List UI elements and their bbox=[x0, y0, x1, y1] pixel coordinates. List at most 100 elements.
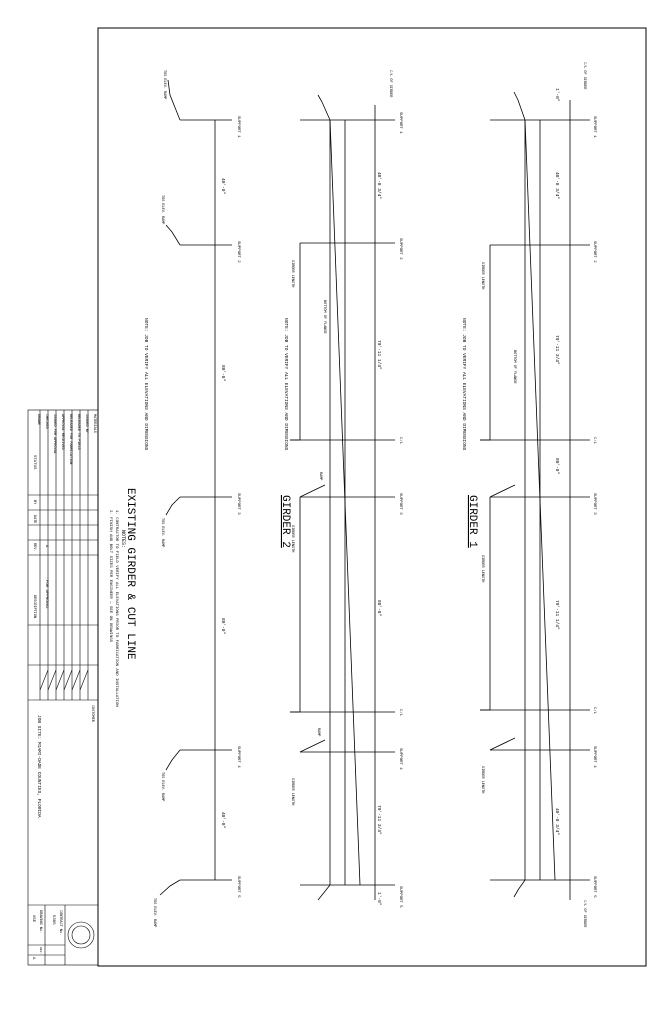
girder-length-label: GIRDER LENGTH bbox=[480, 766, 484, 793]
flange-step bbox=[480, 497, 491, 711]
elev-leader bbox=[317, 884, 331, 901]
tb-desc-header: DESCRIPTION bbox=[32, 595, 36, 618]
girder-length-label: GIRDER LENGTH bbox=[480, 555, 484, 582]
note-verify-g2: NOTE: JOB TO VERIFY ALL ELEVATIONS AND D… bbox=[283, 318, 289, 451]
tb-status-header: STATUS bbox=[32, 455, 36, 470]
ramp-label: RAMP bbox=[316, 728, 320, 736]
dim-label: 40'-0 3/4" bbox=[554, 808, 560, 835]
tb-row-label: ISSUED FOR APPROVAL bbox=[52, 414, 56, 454]
bottom-flange-label: BOTTOM OF FLANGE bbox=[322, 300, 326, 334]
notes-line-2: 2. FINISH AND BOLT SIZES PER ENGINEER — … bbox=[108, 510, 112, 643]
notes-header: NOTES: bbox=[120, 530, 126, 548]
ramp-leader bbox=[489, 484, 516, 498]
flange-step bbox=[480, 245, 491, 441]
girder-1-sloped-line bbox=[524, 119, 556, 881]
tb-contract-value: 5385 bbox=[51, 915, 55, 925]
cl-girder-label: C/L OF GIRDER bbox=[388, 70, 393, 98]
girder-length-label: GIRDER LENGTH bbox=[480, 262, 484, 289]
tb-by-header: BY bbox=[32, 500, 36, 505]
ramp-label: RAMP bbox=[318, 472, 322, 480]
elev-label: TOS ELEV. RAMP bbox=[152, 898, 156, 927]
tb-project: JOB SITE: MIAMI-DADE COUNTIES, FLORIDA bbox=[36, 715, 42, 818]
dim-label: 79'-11 1/4" bbox=[554, 600, 560, 630]
support-label: SUPPORT 4 bbox=[592, 746, 596, 768]
elev-leader bbox=[165, 749, 181, 771]
company-seal-logo bbox=[67, 921, 95, 949]
elev-label: TOS ELEV. RAMP bbox=[160, 772, 164, 801]
elev-leader bbox=[165, 224, 181, 246]
tb-row-label: RELEASED TO FIELD bbox=[76, 414, 80, 450]
elev-leader bbox=[165, 496, 181, 516]
dim-label: 1'-0" bbox=[376, 892, 382, 906]
elev-leader bbox=[159, 879, 181, 896]
dim-label: 40'-0 3/4" bbox=[376, 172, 382, 199]
dim-label: 79'-11 1/4" bbox=[376, 340, 382, 370]
ramp-leader bbox=[299, 484, 326, 498]
tb-rev-value: A bbox=[44, 545, 48, 548]
support-cl-label: C/L bbox=[592, 707, 597, 715]
elev-leader bbox=[513, 879, 526, 898]
flange-step bbox=[290, 497, 301, 713]
ramp-leader bbox=[299, 739, 326, 753]
tb-row-label: DRAWN bbox=[36, 414, 40, 425]
tb-rev-final: A bbox=[31, 957, 35, 960]
girder-length-label: GIRDER LENGTH bbox=[290, 525, 294, 552]
support-label: SUPPORT 4 bbox=[398, 748, 402, 770]
dim-label: 40'-0" bbox=[220, 812, 226, 829]
girder-2-view bbox=[290, 94, 395, 901]
support-label: SUPPORT 2 bbox=[398, 238, 402, 260]
girder-1-view bbox=[480, 91, 590, 900]
dim-label: 80'-0" bbox=[220, 618, 226, 635]
girder-2-sloped-line bbox=[329, 119, 361, 886]
support-label: SUPPORT 1 bbox=[398, 112, 402, 134]
dim-label: 40'-0 3/4" bbox=[554, 172, 560, 199]
tb-row-label: MATERIALS bbox=[92, 414, 96, 433]
support-label: SUPPORT 3 bbox=[236, 493, 240, 515]
tb-row-label: APPROVAL RECEIVED bbox=[60, 414, 64, 450]
flange-step bbox=[290, 243, 301, 441]
dim-label: 79'-11 3/4" bbox=[376, 805, 382, 835]
tb-rev-desc: FOR APPROVAL bbox=[44, 580, 48, 609]
bottom-flange-label: BOTTOM OF FLANGE bbox=[512, 350, 516, 384]
elev-label: TOS ELEV. RAMP bbox=[162, 70, 166, 99]
dim-label: 79'-11 3/4" bbox=[554, 335, 560, 365]
tb-drawing-value: X5E bbox=[31, 915, 35, 923]
tb-contract-label: CONTRACT No. bbox=[58, 910, 62, 935]
support-label: SUPPORT 5 bbox=[592, 876, 596, 898]
dim-label: 80'-0" bbox=[220, 365, 226, 382]
cl-girder-label: C/L OF GIRDER bbox=[582, 62, 587, 90]
note-verify: NOTE: JOB TO VERIFY ALL ELEVATIONS AND D… bbox=[143, 318, 149, 451]
tb-rev-label: REV. bbox=[39, 947, 42, 954]
title-existing-girder: EXISTING GIRDER & CUT LINE bbox=[124, 488, 136, 660]
dim-label: 40'-0" bbox=[220, 178, 226, 195]
support-label: SUPPORT 4 bbox=[236, 746, 240, 768]
elev-label: TOS ELEV. RAMP bbox=[160, 518, 164, 547]
dim-label: 1'-0" bbox=[554, 88, 560, 102]
tb-customer-label: CUSTOMER bbox=[90, 705, 94, 723]
notes-line-1: 1. CONTRACTOR TO FIELD VERIFY ALL ELEVAT… bbox=[114, 510, 118, 707]
note-verify-g1: NOTE: JOB TO VERIFY ALL ELEVATIONS AND D… bbox=[461, 318, 467, 451]
girder-length-label: GIRDER LENGTH bbox=[290, 778, 294, 805]
elev-leader bbox=[167, 79, 181, 121]
elev-label: TOS ELEV. RAMP bbox=[160, 195, 164, 224]
tb-drawing-label: DRAWING No. bbox=[38, 910, 42, 933]
tb-row-label: ISSUED BY bbox=[84, 414, 88, 434]
tb-rev-header: REV. bbox=[32, 543, 36, 551]
support-label: SUPPORT 3 bbox=[398, 493, 402, 515]
support-cl-label: C/L bbox=[398, 437, 403, 445]
existing-girder-view bbox=[159, 79, 232, 896]
support-label: SUPPORT 1 bbox=[592, 116, 596, 138]
support-cl-label: C/L bbox=[592, 437, 597, 445]
cl-girder-label: C/L OF GIRDER bbox=[582, 900, 587, 928]
support-label: SUPPORT 2 bbox=[236, 241, 240, 263]
support-label: SUPPORT 5 bbox=[236, 876, 240, 898]
support-label: SUPPORT 1 bbox=[236, 116, 240, 138]
elev-leader bbox=[317, 94, 331, 121]
elev-leader bbox=[513, 91, 526, 121]
support-cl-label: C/L bbox=[398, 709, 403, 717]
girder-length-label: GIRDER LENGTH bbox=[290, 260, 294, 287]
support-label: SUPPORT 3 bbox=[592, 493, 596, 515]
dim-label: 80'-0" bbox=[554, 458, 560, 475]
tb-row-label: CHECKED bbox=[44, 414, 48, 429]
